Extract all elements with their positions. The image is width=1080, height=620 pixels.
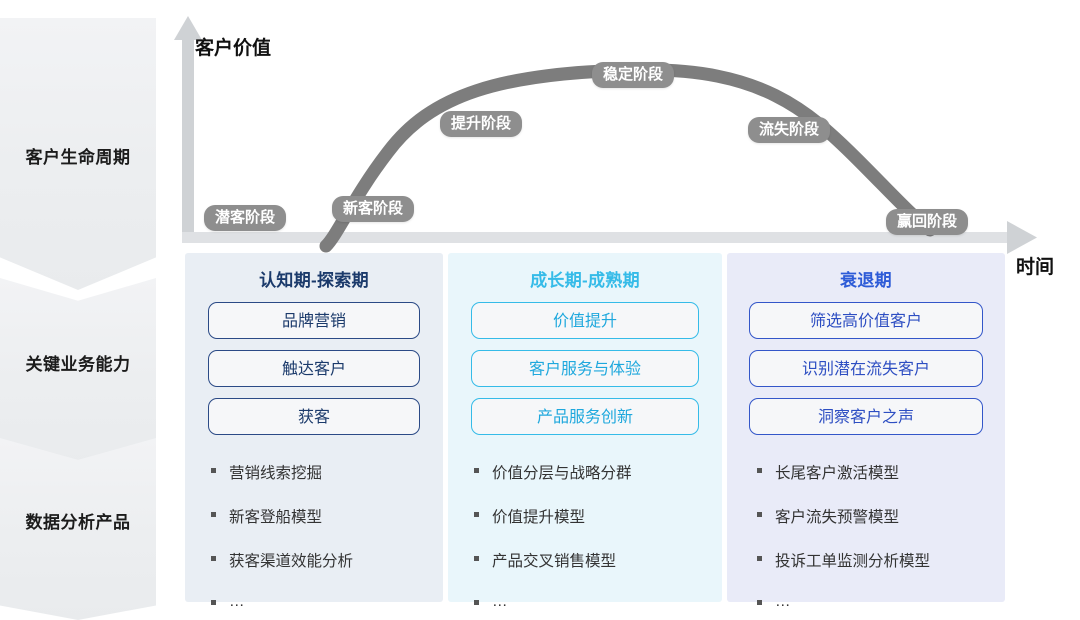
list-item: … xyxy=(211,593,443,611)
sidebar-band-lifecycle xyxy=(0,18,156,290)
stage-pill-growth[interactable]: 提升阶段 xyxy=(440,111,523,137)
list-item: … xyxy=(757,593,1005,611)
capability-card[interactable]: 价值提升 xyxy=(471,302,699,339)
product-bullet-list: 营销线索挖掘 新客登船模型 获客渠道效能分析 … xyxy=(185,461,443,611)
list-item: 价值分层与战略分群 xyxy=(474,461,722,483)
panel-title-decline: 衰退期 xyxy=(840,271,892,290)
list-item: 新客登船模型 xyxy=(211,505,443,527)
capability-card[interactable]: 洞察客户之声 xyxy=(749,398,983,435)
capability-card[interactable]: 品牌营销 xyxy=(208,302,420,339)
x-axis xyxy=(182,221,1037,254)
list-item: 价值提升模型 xyxy=(474,505,722,527)
capability-card[interactable]: 触达客户 xyxy=(208,350,420,387)
product-bullet-list: 价值分层与战略分群 价值提升模型 产品交叉销售模型 … xyxy=(448,461,722,611)
capability-card[interactable]: 获客 xyxy=(208,398,420,435)
capability-card[interactable]: 客户服务与体验 xyxy=(471,350,699,387)
lifecycle-curve-chart xyxy=(168,0,1080,285)
sidebar-label-lifecycle: 客户生命周期 xyxy=(25,148,131,167)
list-item: 投诉工单监测分析模型 xyxy=(757,549,1005,571)
capability-card-list: 筛选高价值客户 识别潜在流失客户 洞察客户之声 xyxy=(727,302,1005,435)
sidebar-band-capabilities xyxy=(0,278,156,468)
stage-pill-new-customer[interactable]: 新客阶段 xyxy=(332,196,415,222)
capability-card[interactable]: 产品服务创新 xyxy=(471,398,699,435)
sidebar-band-products xyxy=(0,438,156,620)
stage-pill-stable[interactable]: 稳定阶段 xyxy=(592,62,675,88)
list-item: 营销线索挖掘 xyxy=(211,461,443,483)
capability-card-list: 价值提升 客户服务与体验 产品服务创新 xyxy=(448,302,722,435)
product-bullet-list: 长尾客户激活模型 客户流失预警模型 投诉工单监测分析模型 … xyxy=(727,461,1005,611)
list-item: 长尾客户激活模型 xyxy=(757,461,1005,483)
lifecycle-sidebar: 客户生命周期 关键业务能力 数据分析产品 xyxy=(0,0,156,620)
panel-title-growth: 成长期-成熟期 xyxy=(530,271,640,290)
panel-title-awareness: 认知期-探索期 xyxy=(259,271,369,290)
y-axis xyxy=(174,16,202,242)
y-axis-title: 客户价值 xyxy=(195,38,272,59)
capability-card-list: 品牌营销 触达客户 获客 xyxy=(185,302,443,435)
stage-panel-decline: 衰退期 筛选高价值客户 识别潜在流失客户 洞察客户之声 长尾客户激活模型 客户流… xyxy=(727,253,1005,610)
lifecycle-curve xyxy=(319,63,937,253)
x-axis-title: 时间 xyxy=(1016,257,1055,278)
list-item: … xyxy=(474,593,722,611)
capability-card[interactable]: 筛选高价值客户 xyxy=(749,302,983,339)
sidebar-label-products: 数据分析产品 xyxy=(25,513,131,532)
sidebar-label-capabilities: 关键业务能力 xyxy=(25,355,131,374)
list-item: 客户流失预警模型 xyxy=(757,505,1005,527)
list-item: 获客渠道效能分析 xyxy=(211,549,443,571)
stage-pill-winback[interactable]: 赢回阶段 xyxy=(886,209,969,235)
stage-panel-growth: 成长期-成熟期 价值提升 客户服务与体验 产品服务创新 价值分层与战略分群 价值… xyxy=(448,253,722,610)
stage-pill-prospect[interactable]: 潜客阶段 xyxy=(204,205,287,231)
stage-panel-awareness: 认知期-探索期 品牌营销 触达客户 获客 营销线索挖掘 新客登船模型 获客渠道效… xyxy=(185,253,443,610)
capability-card[interactable]: 识别潜在流失客户 xyxy=(749,350,983,387)
list-item: 产品交叉销售模型 xyxy=(474,549,722,571)
stage-pill-churn[interactable]: 流失阶段 xyxy=(748,117,831,143)
